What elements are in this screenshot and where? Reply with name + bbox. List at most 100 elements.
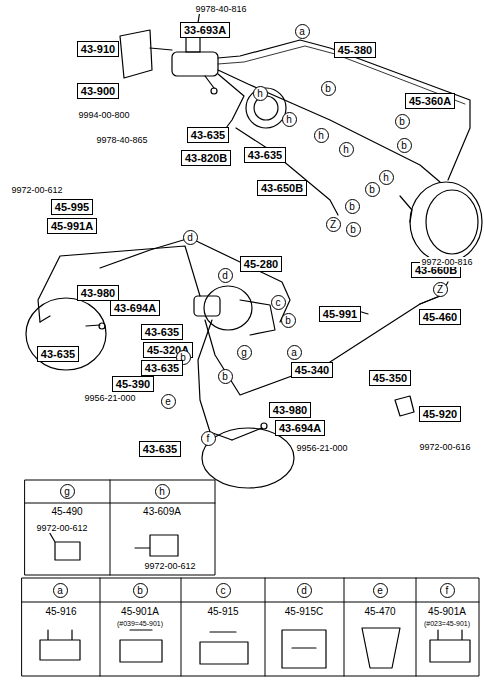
part-label: 9972-00-612 [10, 185, 63, 195]
part-number: b [219, 370, 232, 383]
part-number: d [184, 231, 197, 244]
part-number: 45-380 [338, 43, 372, 57]
hose [232, 428, 262, 440]
callout-letter: h [253, 86, 268, 101]
callout-letter: b [281, 313, 296, 328]
part-number: 45-350 [373, 371, 407, 385]
part-number-box: 33-693A [180, 22, 230, 38]
part-number: f [202, 432, 215, 445]
part-number-box: 43-694A [110, 300, 160, 316]
brake-pipe [420, 282, 448, 304]
part-number: 43-650B [261, 181, 303, 195]
part-label: 45-915C [284, 606, 324, 618]
part-number: 43-900 [81, 84, 115, 98]
part-number-box: 43-900 [77, 83, 119, 99]
part-number-box: 43-694A [275, 420, 325, 436]
clip-symbol [282, 630, 326, 668]
part-number-box: 45-280 [240, 256, 282, 272]
rear-hose [400, 196, 412, 222]
part-number: 43-980 [273, 403, 307, 417]
part-number: Z [434, 283, 447, 296]
part-number: b [396, 115, 409, 128]
front-disc [202, 428, 294, 488]
callout-letter: d [297, 583, 312, 598]
part-number: h [380, 171, 393, 184]
callout-letter: Z [326, 217, 341, 232]
part-number: b [282, 314, 295, 327]
callout-letter: h [155, 484, 170, 499]
part-label: 9972-00-816 [420, 257, 473, 267]
callout-letter: h [339, 142, 354, 157]
part-number-box: 43-820B [181, 150, 231, 166]
table-grid [22, 578, 479, 676]
part-label: 9978-40-816 [194, 4, 247, 14]
hose [40, 316, 100, 326]
brake-pipe [38, 246, 200, 322]
part-number: a [288, 346, 301, 359]
callout-letter: g [60, 484, 75, 499]
part-number-box: 43-635 [187, 127, 229, 143]
callout-letter: h [314, 128, 329, 143]
part-number: b [346, 200, 359, 213]
part-number: g [238, 346, 251, 359]
table-grid [25, 480, 215, 575]
callout-letter: b [133, 583, 148, 598]
callout-letter: a [295, 24, 310, 39]
part-number: b [134, 584, 147, 597]
part-number: h [156, 485, 169, 498]
part-number-box: 45-380 [334, 42, 376, 58]
booster-pipe [240, 300, 275, 335]
callout-letter: h [282, 112, 297, 127]
callout-letter: Z [433, 282, 448, 297]
brake-pipe [236, 128, 338, 215]
master-cylinder [172, 52, 218, 76]
brake-pipe [218, 70, 440, 182]
callout-letter: f [440, 583, 455, 598]
callout-letter: d [218, 268, 233, 283]
part-number: 43-635 [145, 325, 179, 339]
callout-letter: c [271, 295, 286, 310]
callout-letter: e [161, 394, 176, 409]
part-label: 45-490 [50, 506, 83, 518]
rear-drum [410, 182, 482, 262]
part-number: 45-460 [423, 310, 457, 324]
part-label: 45-901A [120, 606, 160, 618]
part-number-box: 43-650B [257, 180, 307, 196]
part-number-box: 43-980 [269, 402, 311, 418]
clip-symbol [430, 630, 470, 662]
brake-pipe [218, 74, 244, 128]
part-label: 43-609A [142, 506, 182, 518]
part-number: 45-280 [244, 257, 278, 271]
part-number-box: 45-991A [47, 218, 97, 234]
part-number: 45-991A [51, 219, 93, 233]
callout-letter: b [218, 369, 233, 384]
part-number: 43-910 [81, 42, 115, 56]
part-label: 9972-00-612 [35, 523, 88, 533]
part-number: 43-635 [41, 347, 75, 361]
part-number: 43-635 [191, 128, 225, 142]
part-number: 45-920 [423, 407, 457, 421]
clip-symbol [48, 530, 80, 560]
clip-symbol [120, 630, 162, 662]
callout-letter: e [373, 583, 388, 598]
part-number-box: 43-635 [139, 441, 181, 457]
part-number: c [217, 584, 230, 597]
bolt [99, 323, 105, 329]
part-label: 9994-00-800 [77, 110, 130, 120]
part-label: 9972-00-612 [143, 561, 196, 571]
part-number: g [61, 485, 74, 498]
part-label: 9956-21-000 [83, 393, 136, 403]
part-label: (#023=45-901) [423, 620, 471, 628]
callout-letter: h [379, 170, 394, 185]
brake-pipe [218, 40, 470, 180]
part-number-box: 43-635 [141, 360, 183, 376]
part-label: 45-916 [44, 606, 77, 618]
part-label: 9972-00-616 [418, 442, 471, 452]
rear-drum [426, 190, 478, 254]
part-number-box: 45-390 [112, 376, 154, 392]
part-number: 43-980 [81, 286, 115, 300]
part-number: 43-694A [114, 301, 156, 315]
part-number: f [441, 584, 454, 597]
part-label: 9956-21-000 [295, 443, 348, 453]
part-number: 43-635 [248, 148, 282, 162]
